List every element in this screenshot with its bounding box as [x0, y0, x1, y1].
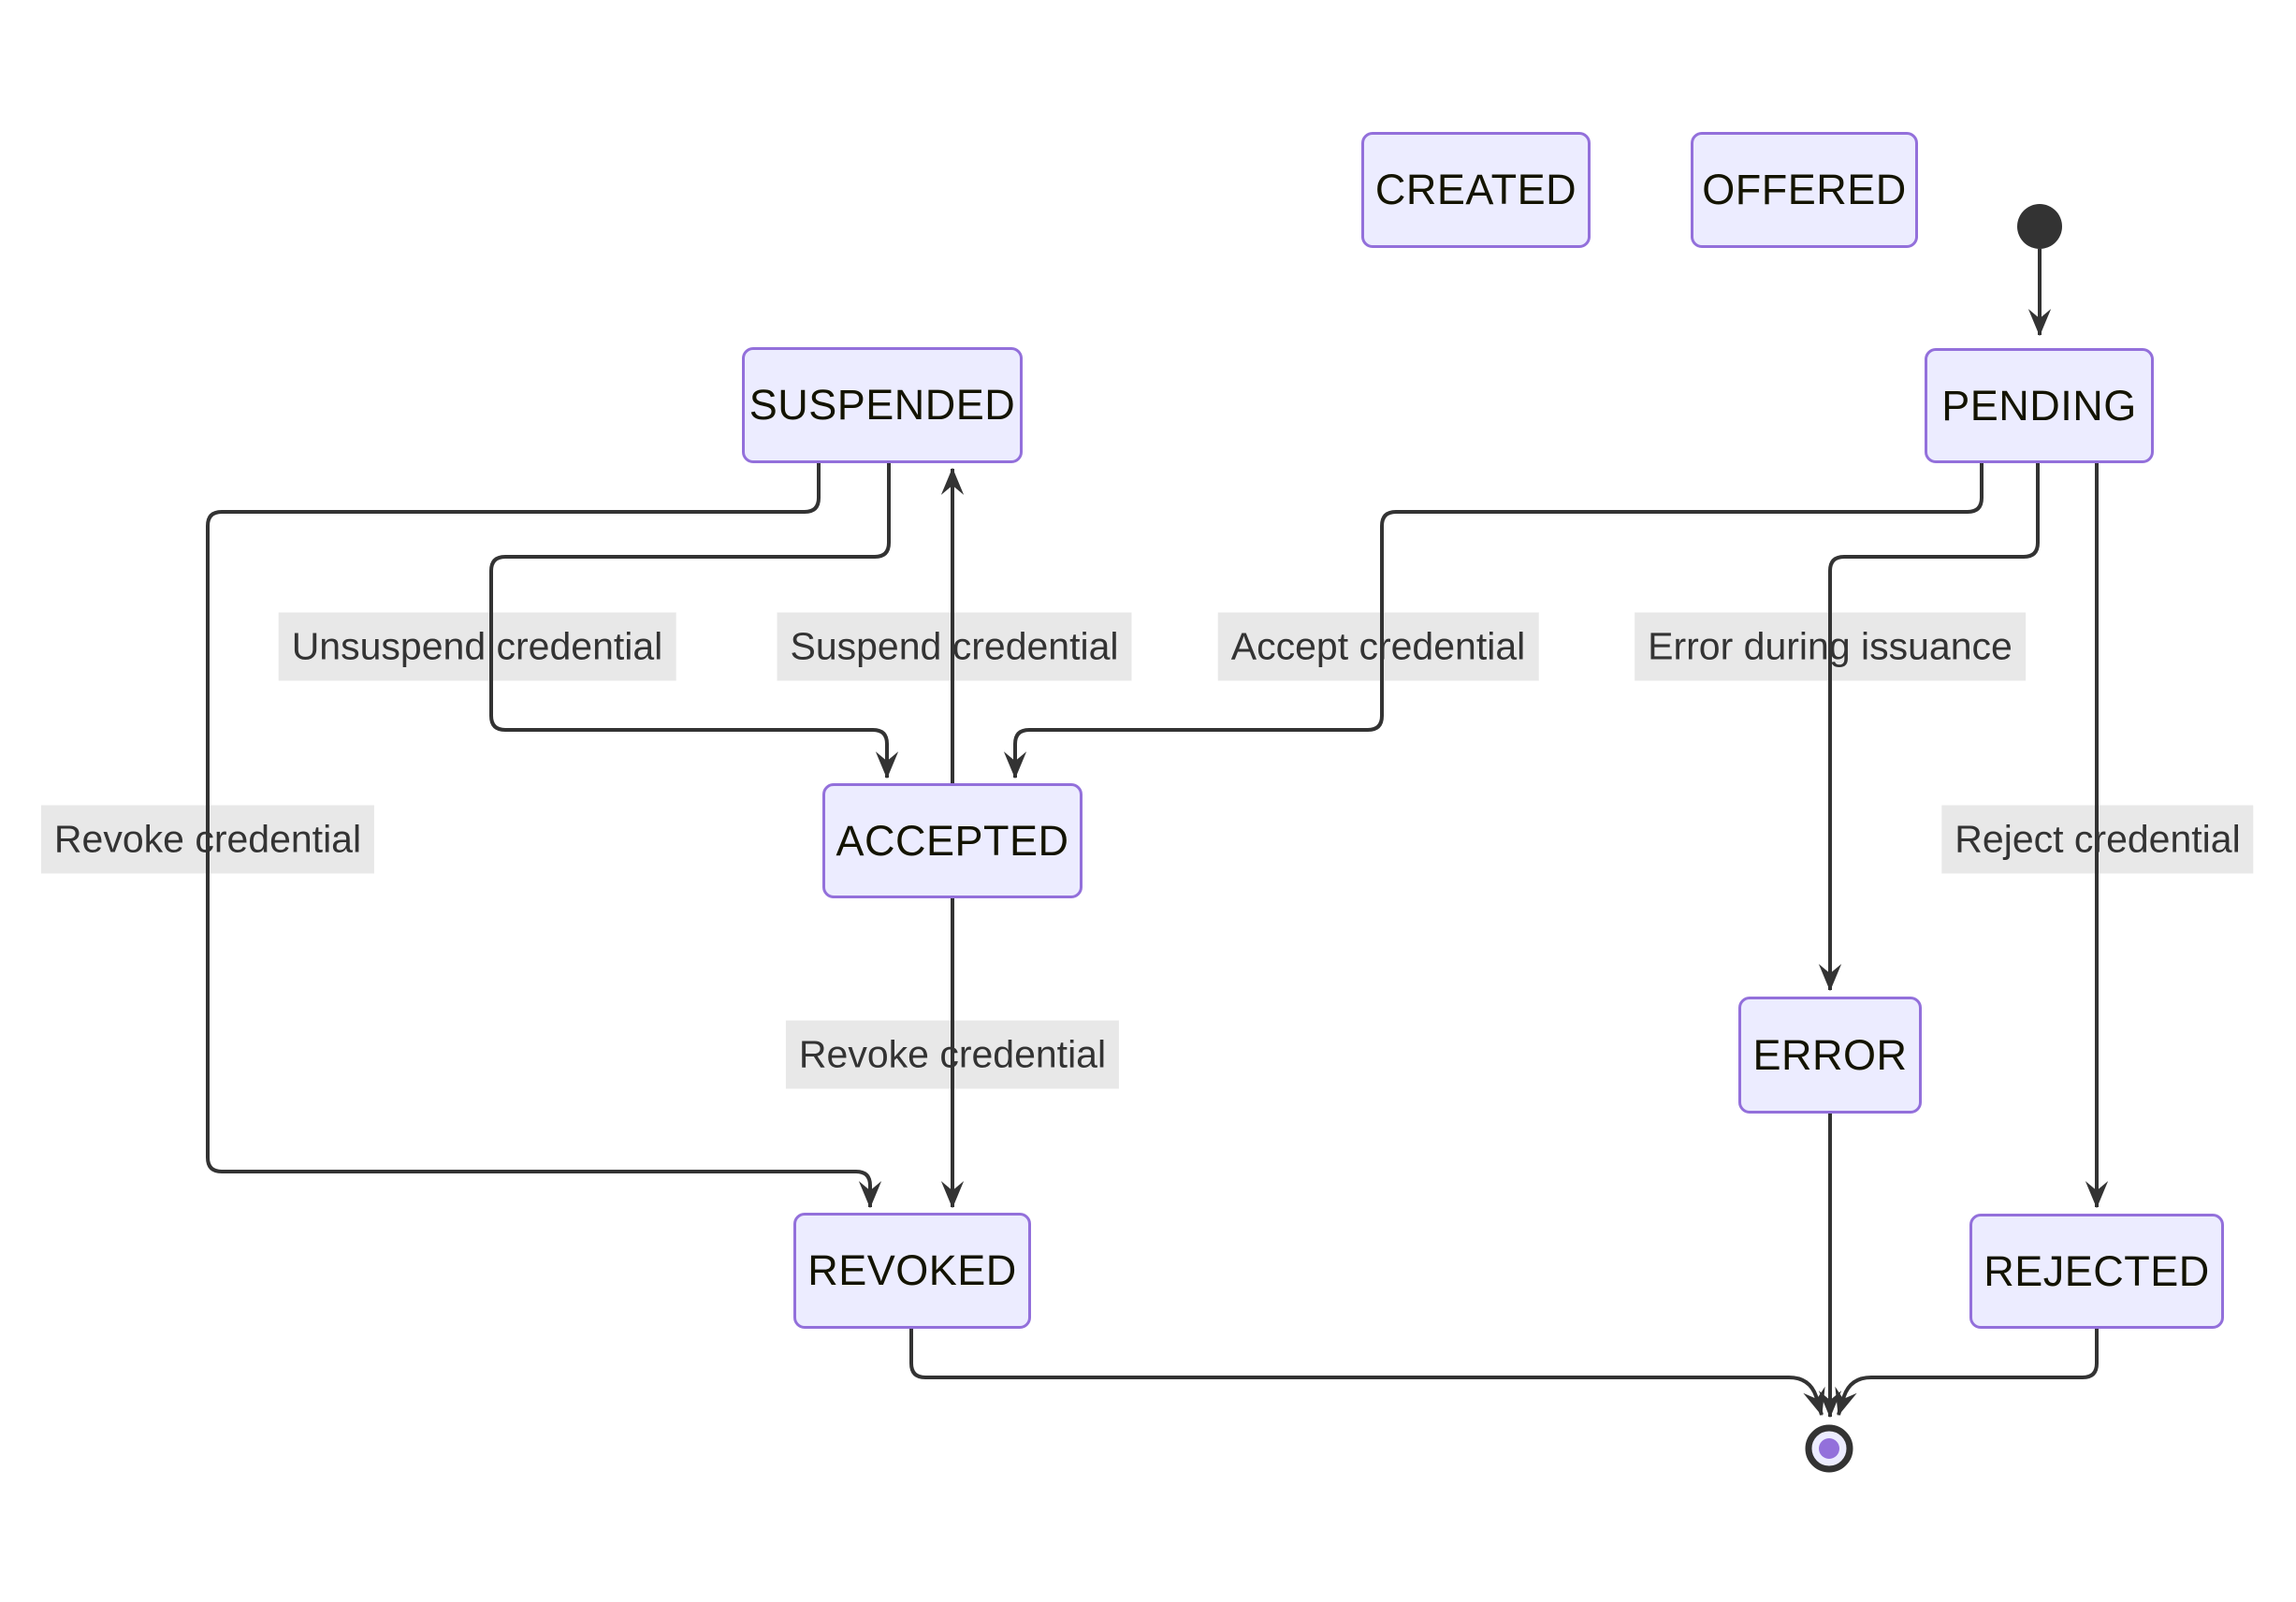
- edge-revoked-final: [909, 1329, 1825, 1417]
- edge-label-suspend-credential: Suspend credential: [777, 612, 1132, 681]
- edge-label-revoke-credential-middle: Revoke credential: [785, 1020, 1120, 1089]
- state-label: OFFERED: [1702, 166, 1907, 213]
- state-label: REJECTED: [1984, 1246, 2210, 1295]
- edge-rejected-final: [1835, 1329, 2099, 1417]
- edge-pending-error: [1818, 463, 2040, 992]
- state-label: SUSPENDED: [748, 381, 1016, 429]
- edge-label-revoke-credential-left: Revoke credential: [40, 805, 375, 874]
- state-label: CREATED: [1374, 166, 1577, 213]
- state-node-suspended: SUSPENDED: [742, 347, 1023, 463]
- state-node-rejected: REJECTED: [1969, 1214, 2224, 1329]
- edge-label-unsuspend-credential: Unsuspend credential: [278, 612, 676, 681]
- state-node-created: CREATED: [1361, 132, 1591, 248]
- state-label: PENDING: [1941, 381, 2137, 430]
- state-node-error: ERROR: [1738, 997, 1922, 1114]
- edge-label-reject-credential: Reject credential: [1941, 805, 2254, 874]
- state-node-pending: PENDING: [1925, 348, 2154, 463]
- final-state-icon: [1805, 1424, 1853, 1473]
- state-label: ERROR: [1752, 1030, 1908, 1079]
- state-label: REVOKED: [807, 1246, 1017, 1294]
- state-node-revoked: REVOKED: [793, 1213, 1031, 1329]
- state-node-accepted: ACCEPTED: [822, 783, 1083, 898]
- state-node-offered: OFFERED: [1691, 132, 1918, 248]
- edge-label-accept-credential: Accept credential: [1217, 612, 1539, 681]
- edge-label-error-during-issuance: Error during issuance: [1635, 612, 2026, 681]
- state-label: ACCEPTED: [836, 816, 1069, 865]
- initial-state-icon: [2017, 204, 2062, 249]
